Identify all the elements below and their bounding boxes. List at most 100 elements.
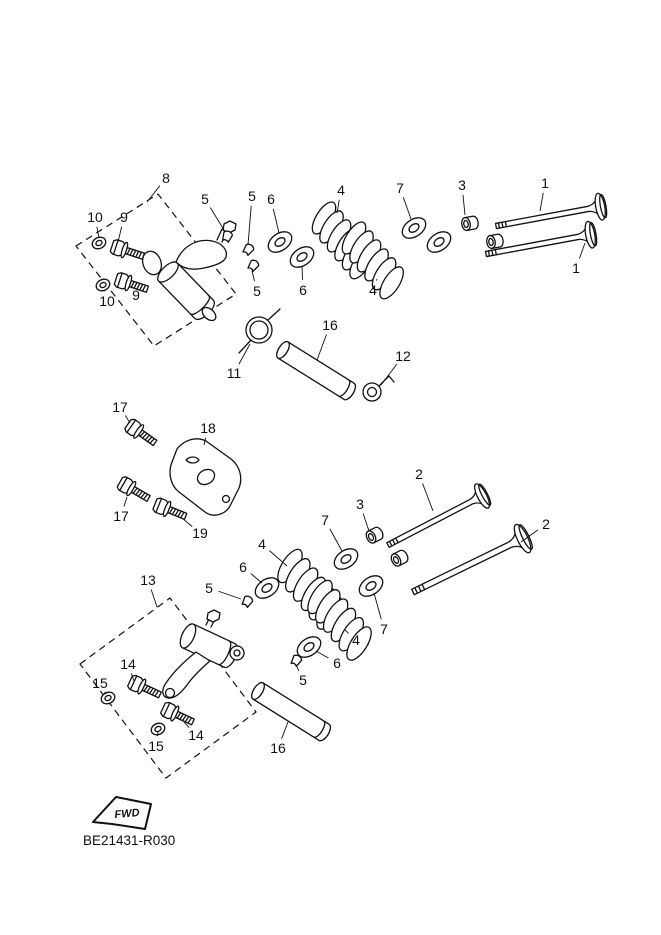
- leader-line-1: [579, 243, 585, 259]
- callout-label-18: 18: [200, 420, 216, 436]
- callout-label-17: 17: [112, 399, 128, 415]
- leader-line-16: [317, 334, 327, 360]
- leader-line-11: [239, 344, 250, 364]
- leader-line-16: [282, 722, 288, 739]
- fwd-label: FWD: [114, 807, 140, 821]
- leader-line-19: [182, 518, 192, 527]
- callout-label-9: 9: [132, 287, 140, 303]
- leader-line-1: [540, 193, 543, 211]
- callout-label-4: 4: [352, 632, 360, 648]
- cotter-5d: [240, 594, 255, 609]
- leader-line-17: [125, 415, 130, 423]
- group-box-rocker-top: [76, 194, 236, 346]
- leader-line-6: [316, 651, 328, 658]
- valve-2b: [405, 520, 537, 607]
- bracket-stay-18: [170, 439, 241, 515]
- leader-line-7: [403, 197, 411, 219]
- spring-seat-7d: [354, 570, 388, 602]
- callout-label-5: 5: [201, 191, 209, 207]
- callout-label-16: 16: [270, 740, 286, 756]
- leader-line-14: [131, 673, 134, 681]
- rocker-shaft-16a: [273, 338, 359, 403]
- leader-line-3: [363, 513, 369, 531]
- retainer-clip-12: [363, 376, 394, 401]
- rocker-arm-assembly-bottom: [163, 610, 244, 698]
- callout-label-5: 5: [248, 188, 256, 204]
- callout-label-7: 7: [396, 180, 404, 196]
- valve-2a: [381, 480, 495, 558]
- callout-label-6: 6: [299, 282, 307, 298]
- callout-label-10: 10: [87, 209, 103, 225]
- spring-seat-7b: [422, 226, 456, 258]
- callout-label-12: 12: [395, 348, 411, 364]
- callout-label-10: 10: [99, 293, 115, 309]
- callout-label-5: 5: [253, 283, 261, 299]
- leader-line-4: [337, 200, 339, 213]
- diagram-code: BE21431-R030: [83, 833, 175, 848]
- stem-seal-3c: [363, 525, 386, 546]
- callout-label-9: 9: [120, 209, 128, 225]
- callout-label-15: 15: [92, 675, 108, 691]
- leader-line-2: [423, 483, 433, 511]
- callout-label-1: 1: [541, 175, 549, 191]
- callout-label-16: 16: [322, 317, 338, 333]
- leader-line-4: [376, 279, 377, 281]
- callout-label-14: 14: [120, 656, 136, 672]
- leader-line-14: [184, 722, 189, 728]
- fwd-direction-marker: FWD: [93, 797, 151, 829]
- callout-label-6: 6: [333, 655, 341, 671]
- bolt-17a: [122, 416, 161, 451]
- callout-label-15: 15: [148, 738, 164, 754]
- rocker-shaft-16b: [248, 679, 334, 744]
- leader-line-7: [330, 529, 342, 551]
- leader-line-12: [381, 364, 397, 385]
- rocker-arm-assembly-top: [139, 221, 236, 323]
- torsion-spring-11: [239, 309, 280, 353]
- stem-seal-3d: [388, 548, 411, 569]
- spring-seat-7c: [329, 543, 363, 575]
- leader-line-6: [302, 266, 303, 280]
- callout-label-3: 3: [458, 177, 466, 193]
- leader-line-7: [374, 593, 381, 619]
- bolt-14b: [158, 700, 197, 730]
- callout-label-4: 4: [258, 536, 266, 552]
- leader-line-3: [463, 195, 465, 215]
- leader-line-5: [252, 271, 255, 281]
- leader-line-4: [345, 630, 349, 633]
- callout-label-5: 5: [299, 672, 307, 688]
- leader-line-15: [157, 732, 158, 736]
- leader-line-10: [97, 227, 99, 238]
- spring-seat-7a: [397, 212, 431, 244]
- leader-line-6: [251, 573, 262, 583]
- callout-label-7: 7: [321, 512, 329, 528]
- bolt-14a: [125, 673, 164, 703]
- leader-line-18: [204, 438, 206, 445]
- retainer-6a: [263, 226, 297, 258]
- callout-label-5: 5: [205, 580, 213, 596]
- callout-label-2: 2: [542, 516, 550, 532]
- callout-label-13: 13: [140, 572, 156, 588]
- callout-label-6: 6: [239, 559, 247, 575]
- leader-line-17: [124, 497, 127, 506]
- leader-line-2: [521, 530, 538, 542]
- washer-10b: [93, 276, 113, 294]
- leader-line-9: [118, 227, 122, 242]
- callout-label-11: 11: [227, 365, 242, 381]
- callout-label-7: 7: [380, 621, 388, 637]
- callout-label-2: 2: [415, 466, 423, 482]
- bolt-9a: [108, 237, 147, 265]
- leader-line-15: [105, 692, 106, 694]
- leader-line-5: [210, 208, 224, 230]
- leader-line-5: [297, 667, 299, 671]
- leader-line-5: [248, 206, 251, 245]
- callout-label-4: 4: [337, 182, 345, 198]
- leader-line-6: [273, 209, 279, 233]
- group-box-rocker-bottom: [80, 598, 256, 778]
- leader-line-8: [147, 186, 160, 202]
- callout-label-3: 3: [356, 496, 364, 512]
- leader-line-5: [218, 591, 241, 599]
- callout-label-14: 14: [188, 727, 204, 743]
